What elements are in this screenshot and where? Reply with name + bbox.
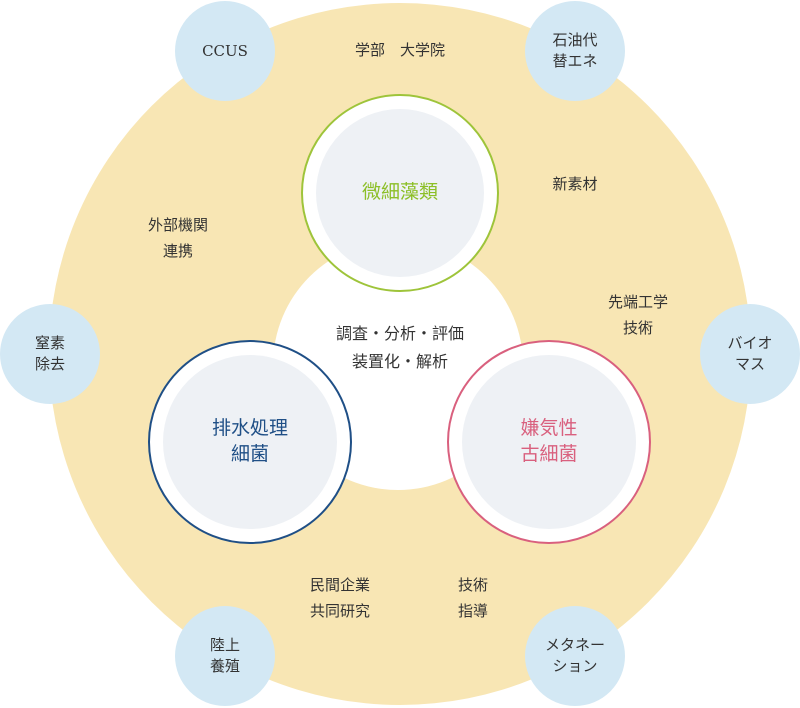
core-microalgae-label: 微細藻類 — [316, 109, 484, 277]
label-new-material: 新素材 — [552, 175, 598, 193]
label-external-collaboration: 外部機関 連携 — [147, 216, 208, 260]
center-label: 調査・分析・評価 装置化・解析 — [335, 324, 464, 371]
label-technical-guidance: 技術 指導 — [457, 576, 488, 620]
core-anaerobic-label: 嫌気性 古細菌 — [462, 355, 636, 529]
satellite-biomass: バイオ マス — [700, 304, 800, 404]
satellite-ccus: CCUS — [175, 1, 275, 101]
satellite-nitrogen-removal: 窒素 除去 — [0, 304, 100, 404]
core-wastewater-bacteria: 排水処理 細菌 — [148, 340, 352, 544]
label-academia: 学部 大学院 — [354, 41, 445, 59]
core-anaerobic-archaea: 嫌気性 古細菌 — [447, 340, 651, 544]
label-advanced-engineering: 先端工学 技術 — [607, 293, 668, 337]
core-microalgae: 微細藻類 — [301, 94, 499, 292]
satellite-fossil-alternative: 石油代 替エネ — [525, 1, 625, 101]
label-private-joint-research: 民間企業 共同研究 — [309, 576, 370, 620]
satellite-methanation: メタネー ション — [525, 606, 625, 706]
satellite-land-aquaculture: 陸上 養殖 — [175, 606, 275, 706]
core-wastewater-label: 排水処理 細菌 — [163, 355, 337, 529]
